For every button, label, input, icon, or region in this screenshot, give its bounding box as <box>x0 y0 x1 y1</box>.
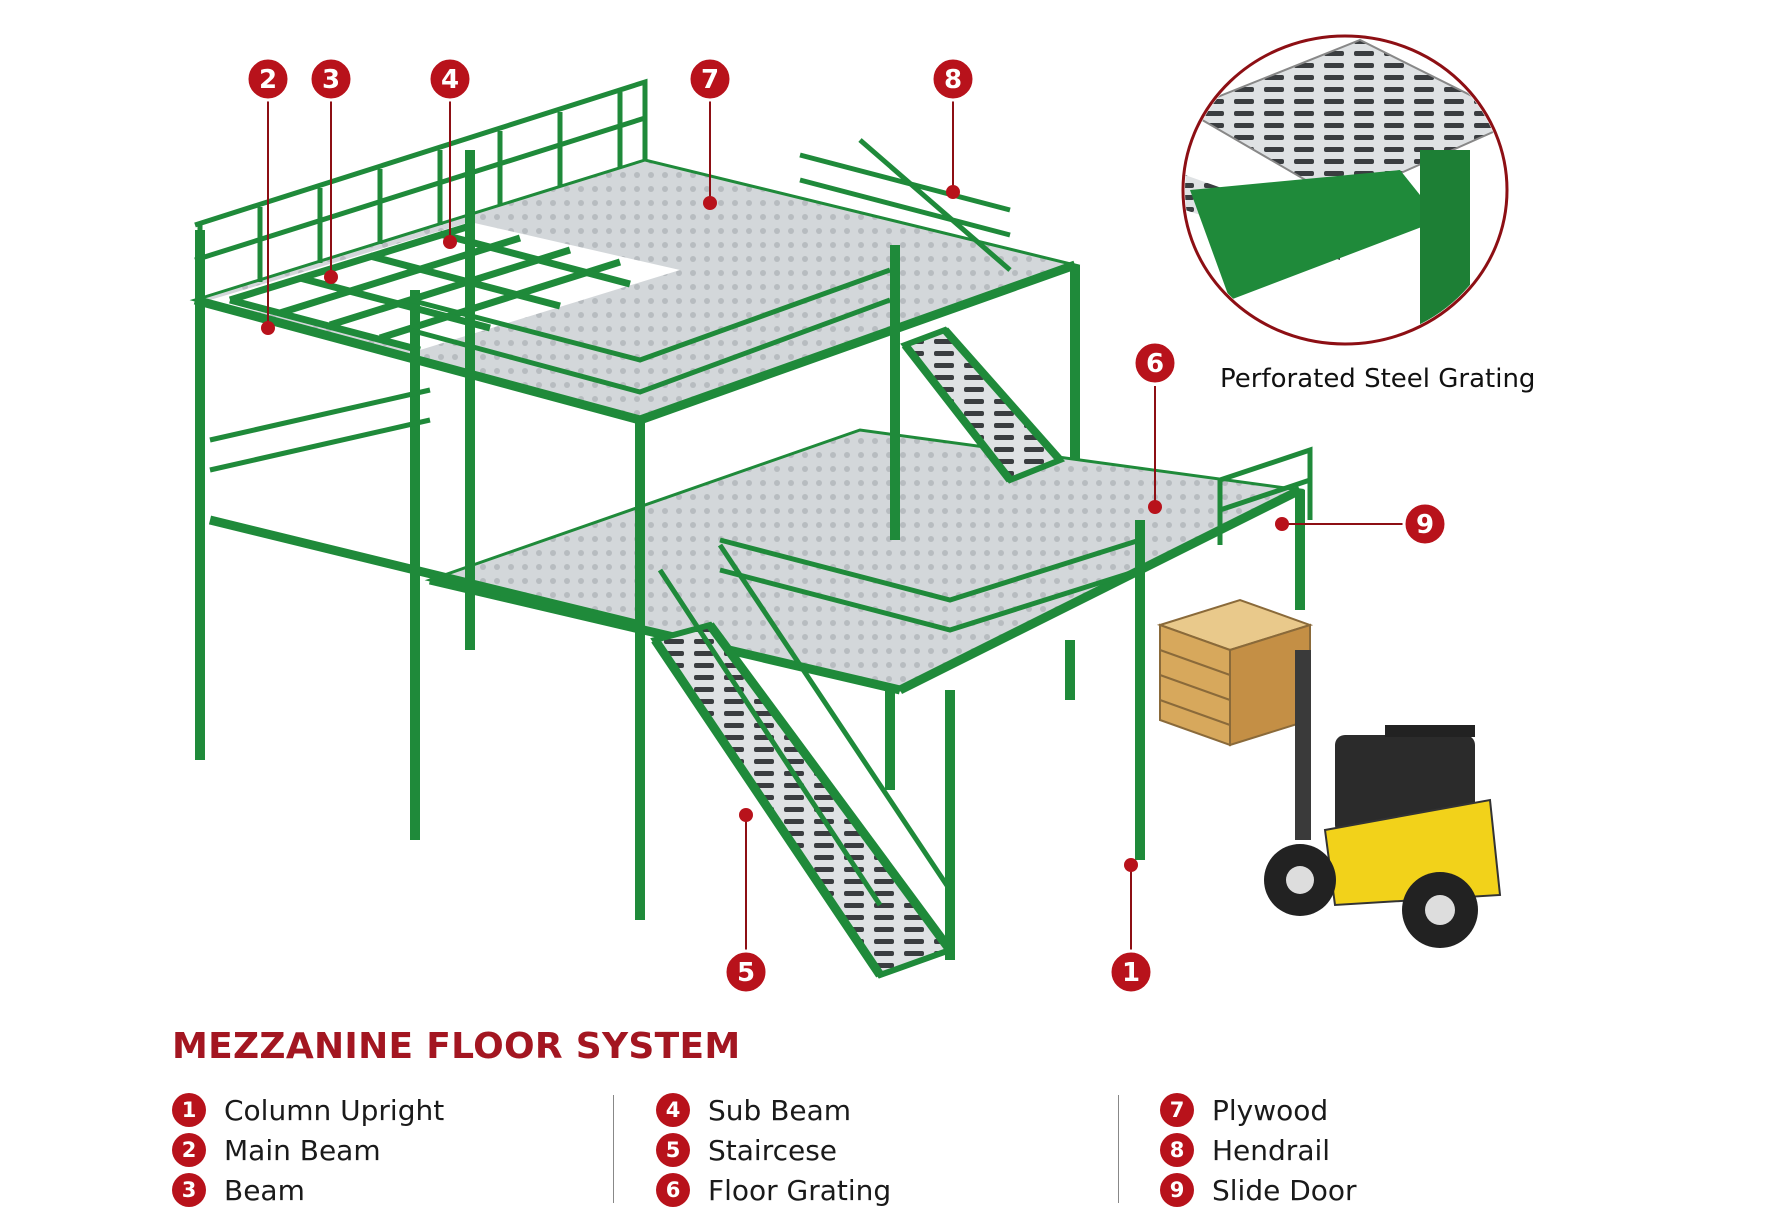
callout-7: 7 <box>687 56 733 102</box>
legend-badge: 8 <box>1160 1133 1194 1167</box>
legend-item: 6 Floor Grating <box>656 1170 891 1210</box>
legend-badge: 2 <box>172 1133 206 1167</box>
upper-staircase <box>900 326 1066 484</box>
legend-item: 5 Staircese <box>656 1130 891 1170</box>
legend-item: 4 Sub Beam <box>656 1090 891 1130</box>
callout-2: 2 <box>245 56 291 102</box>
legend-item: 7 Plywood <box>1160 1090 1357 1130</box>
legend-column-2: 4 Sub Beam 5 Staircese 6 Floor Grating <box>656 1090 891 1210</box>
legend-badge: 4 <box>656 1093 690 1127</box>
lower-staircase <box>650 543 955 979</box>
callout-5: 5 <box>723 949 769 995</box>
legend-divider <box>1118 1095 1119 1203</box>
columns <box>195 150 1305 960</box>
svg-text:5: 5 <box>737 958 755 988</box>
legend-item: 3 Beam <box>172 1170 444 1210</box>
legend-divider <box>613 1095 614 1203</box>
legend-label: Staircese <box>708 1133 838 1167</box>
callout-8: 8 <box>930 56 976 102</box>
callout-4: 4 <box>427 56 473 102</box>
grating-detail-inset <box>1181 34 1509 346</box>
svg-text:8: 8 <box>944 65 962 95</box>
legend-label: Floor Grating <box>708 1173 892 1207</box>
legend-label: Slide Door <box>1212 1173 1357 1207</box>
svg-text:1: 1 <box>1122 958 1140 988</box>
callout-6: 6 <box>1132 340 1178 386</box>
legend-item: 2 Main Beam <box>172 1130 444 1170</box>
leader-lines <box>261 95 1403 950</box>
legend-badge: 6 <box>656 1173 690 1207</box>
legend-column-3: 7 Plywood 8 Hendrail 9 Slide Door <box>1160 1090 1357 1210</box>
legend-badge: 3 <box>172 1173 206 1207</box>
legend-badge: 1 <box>172 1093 206 1127</box>
svg-text:9: 9 <box>1416 510 1434 540</box>
callout-9: 9 <box>1402 501 1448 547</box>
legend-label: Sub Beam <box>708 1093 852 1127</box>
legend-label: Beam <box>224 1173 305 1207</box>
legend-item: 1 Column Upright <box>172 1090 444 1130</box>
svg-text:2: 2 <box>259 65 277 95</box>
svg-text:4: 4 <box>441 65 459 95</box>
svg-text:6: 6 <box>1146 349 1164 379</box>
legend-label: Plywood <box>1212 1093 1329 1127</box>
legend-badge: 9 <box>1160 1173 1194 1207</box>
legend-badge: 7 <box>1160 1093 1194 1127</box>
svg-text:3: 3 <box>322 65 340 95</box>
legend-column-1: 1 Column Upright 2 Main Beam 3 Beam <box>172 1090 444 1210</box>
forklift <box>1264 650 1502 948</box>
legend-label: Main Beam <box>224 1133 381 1167</box>
inset-caption: Perforated Steel Grating <box>1220 364 1536 394</box>
callout-1: 1 <box>1108 949 1154 995</box>
page-title: MEZZANINE FLOOR SYSTEM <box>172 1026 741 1067</box>
legend-item: 9 Slide Door <box>1160 1170 1357 1210</box>
pallet-load <box>1156 598 1314 747</box>
legend-label: Hendrail <box>1212 1133 1331 1167</box>
legend-item: 8 Hendrail <box>1160 1130 1357 1170</box>
legend-label: Column Upright <box>224 1093 445 1127</box>
handrails <box>194 78 1313 633</box>
svg-text:7: 7 <box>701 65 719 95</box>
callout-3: 3 <box>308 56 354 102</box>
legend-badge: 5 <box>656 1133 690 1167</box>
